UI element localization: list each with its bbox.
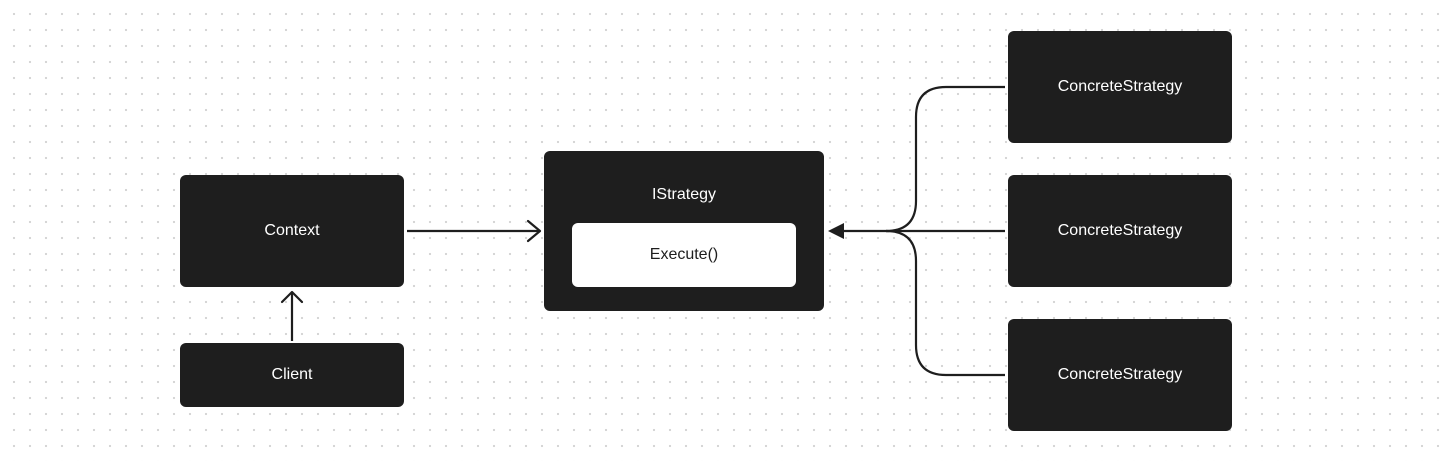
- execute-method[interactable]: Execute(): [572, 223, 796, 287]
- filled-arrowhead: [828, 223, 844, 239]
- client-node[interactable]: Client: [180, 343, 404, 407]
- context-node[interactable]: Context: [180, 175, 404, 287]
- open-arrowhead: [526, 219, 542, 243]
- edge-client-to-context: [280, 290, 304, 341]
- edge-concrete-to-istrategy: [828, 85, 1005, 377]
- concrete-strategy-node[interactable]: ConcreteStrategy: [1008, 319, 1232, 431]
- edge-context-to-istrategy: [407, 219, 542, 243]
- istrategy-label: IStrategy: [651, 186, 717, 203]
- context-label: Context: [264, 222, 320, 239]
- concrete-strategy-label: ConcreteStrategy: [1057, 222, 1183, 239]
- concrete-strategy-node[interactable]: ConcreteStrategy: [1008, 31, 1232, 143]
- open-arrowhead: [280, 290, 304, 304]
- istrategy-node[interactable]: IStrategy Execute(): [544, 151, 824, 311]
- client-label: Client: [271, 366, 313, 383]
- branch-bottom: [885, 229, 1005, 377]
- branch-top: [885, 85, 1005, 233]
- concrete-strategy-node[interactable]: ConcreteStrategy: [1008, 175, 1232, 287]
- concrete-strategy-label: ConcreteStrategy: [1057, 78, 1183, 95]
- execute-method-label: Execute(): [649, 246, 719, 263]
- concrete-strategy-label: ConcreteStrategy: [1057, 366, 1183, 383]
